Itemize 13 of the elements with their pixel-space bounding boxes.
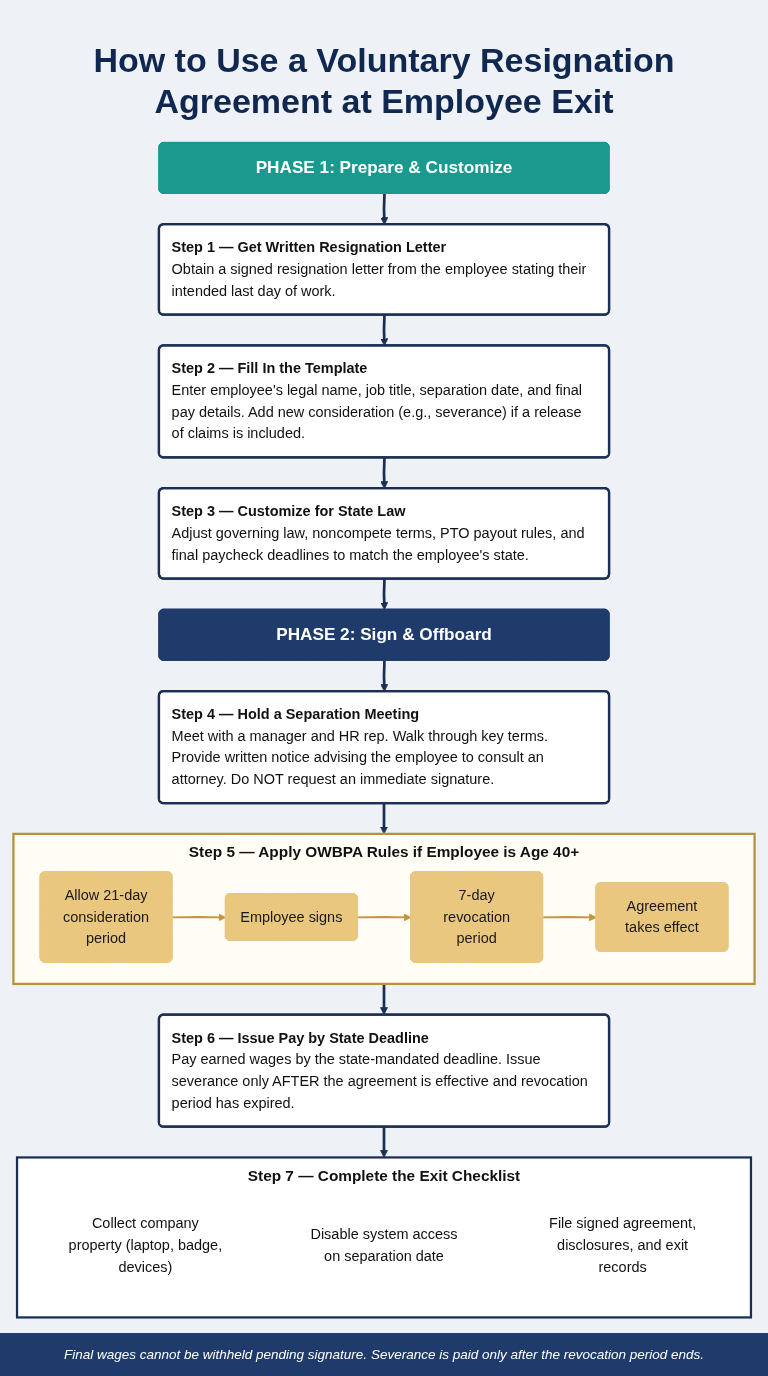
arrow [380, 578, 389, 610]
title: How to Use a Voluntary Resignation Agreement at Employee Exit [92, 40, 676, 123]
arrow [380, 1126, 388, 1158]
arrow [171, 913, 227, 922]
arrow [542, 913, 597, 922]
arrow [356, 913, 412, 922]
caption: Final wages cannot be withheld pending signature. Severance is paid only after the revocation period ends. [0, 1333, 768, 1376]
node-text: File signed agreement, disclosures, and exit records [549, 1215, 697, 1275]
arrow [380, 457, 389, 489]
arrow [380, 983, 388, 1015]
node-text: Collect company property (laptop, badge, devices) [68, 1215, 223, 1275]
node-text: Disable system access on separation date [310, 1226, 458, 1264]
arrow [380, 193, 389, 225]
